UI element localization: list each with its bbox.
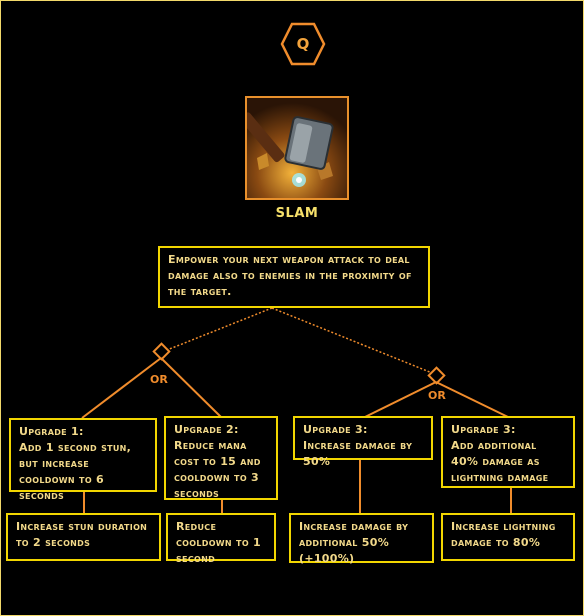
sub-upgrade-2-text: Reduce cooldown to 1 second xyxy=(176,520,262,565)
hotkey-hexagon-icon xyxy=(280,22,326,66)
ability-description-box: Empower your next weapon attack to deal … xyxy=(158,246,430,308)
hotkey-label: Q xyxy=(296,35,310,53)
or-label-right: OR xyxy=(428,389,446,402)
sub-upgrade-3b-box[interactable]: Increase lightning damage to 80% xyxy=(441,513,575,561)
connector-right-dotted xyxy=(271,307,438,376)
ability-description: Empower your next weapon attack to deal … xyxy=(168,253,412,298)
ability-hammer-icon[interactable] xyxy=(245,96,349,200)
upgrade-3a-text: Increase damage by 50% xyxy=(303,438,413,468)
sub-upgrade-2-box[interactable]: Reduce cooldown to 1 second xyxy=(166,513,276,565)
sub-upgrade-1-box[interactable]: Increase stun duration to 2 seconds xyxy=(6,513,161,561)
branch-upgrade-3a xyxy=(364,381,437,418)
sub-upgrade-3b-text: Increase lightning damage to 80% xyxy=(451,520,556,549)
connector-left-dotted xyxy=(161,307,273,353)
sub-upgrade-3a-text: Increase damage by additional 50% (+100%… xyxy=(299,520,409,565)
upgrade-1-box[interactable]: Upgrade 1: Add 1 second stun, but increa… xyxy=(9,418,157,502)
sub-upgrade-3a-box[interactable]: Increase damage by additional 50% (+100%… xyxy=(289,513,434,565)
hammer-icon xyxy=(247,98,347,198)
upgrade-3b-text: Add additional 40% damage as lightning d… xyxy=(451,438,549,484)
upgrade-3b-box[interactable]: Upgrade 3: Add additional 40% damage as … xyxy=(441,416,575,488)
branch-upgrade-2 xyxy=(160,357,223,419)
diamond-left-icon xyxy=(152,342,171,361)
upgrade-3a-title: Upgrade 3: xyxy=(303,423,368,436)
upgrade-2-text: Reduce mana cost to 15 and cooldown to 3… xyxy=(174,438,261,500)
upgrade-3a-box[interactable]: Upgrade 3: Increase damage by 50% xyxy=(293,416,433,468)
upgrade-1-text: Add 1 second stun, but increase cooldown… xyxy=(19,440,132,502)
sub-upgrade-1-text: Increase stun duration to 2 seconds xyxy=(16,520,148,549)
upgrade-2-box[interactable]: Upgrade 2: Reduce mana cost to 15 and co… xyxy=(164,416,278,500)
diamond-right-icon xyxy=(427,366,446,385)
branch-upgrade-1 xyxy=(81,357,162,419)
upgrade-1-title: Upgrade 1: xyxy=(19,425,84,438)
ability-name: SLAM xyxy=(275,206,319,221)
or-label-left: OR xyxy=(150,373,168,386)
upgrade-2-title: Upgrade 2: xyxy=(174,423,239,436)
branch-upgrade-3b xyxy=(435,381,509,418)
upgrade-3b-title: Upgrade 3: xyxy=(451,423,516,436)
